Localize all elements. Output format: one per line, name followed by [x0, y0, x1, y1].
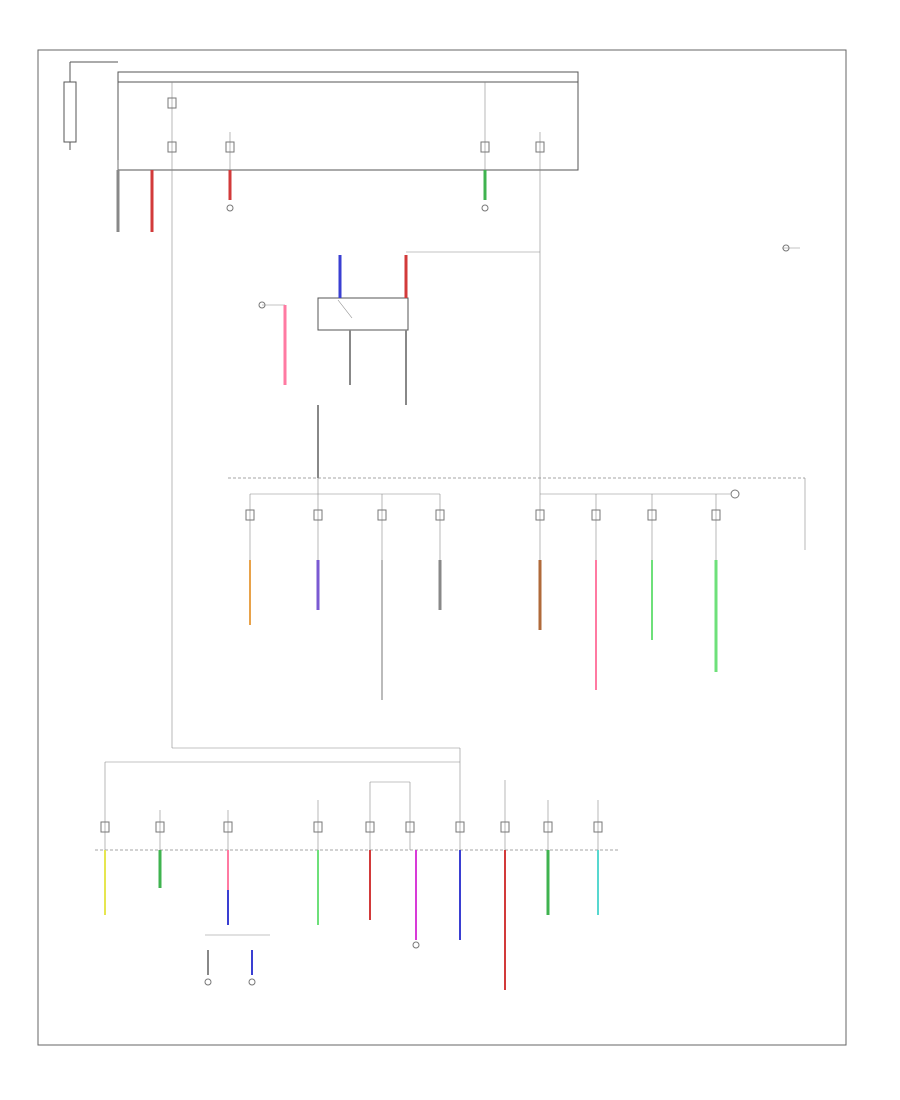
lower-fuse-outputs — [100, 800, 603, 990]
ignition-switch-right — [782, 244, 800, 252]
diagram-frame — [37, 49, 847, 1046]
connector-lamp-relay-1 — [226, 204, 234, 212]
relay-module — [317, 297, 409, 331]
dash-fuse-outputs — [245, 494, 721, 700]
connector-lamp-relay-2 — [481, 204, 489, 212]
top-block-fuses — [117, 82, 545, 170]
battery-symbol — [63, 61, 118, 150]
battery-fuse-block — [117, 71, 579, 171]
